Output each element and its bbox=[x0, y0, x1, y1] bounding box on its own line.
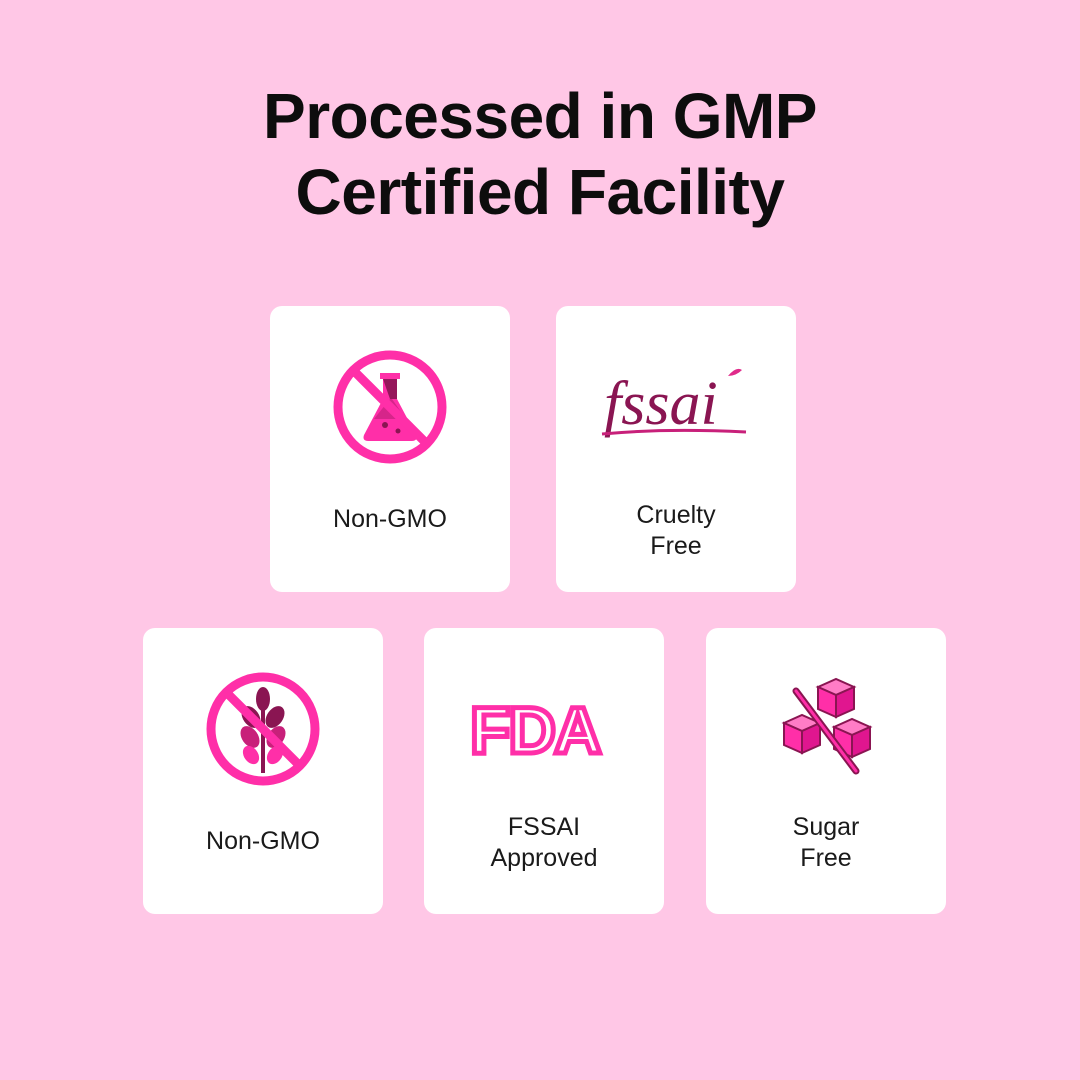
badge-card-non-gmo-wheat: Non-GMO bbox=[143, 628, 383, 914]
no-wheat-icon bbox=[143, 664, 383, 794]
no-sugar-cubes-icon bbox=[706, 664, 946, 794]
badge-card-cruelty-free: fssai Cruelty Free bbox=[556, 306, 796, 592]
title-line-2: Certified Facility bbox=[295, 156, 785, 228]
badge-label: Cruelty Free bbox=[636, 501, 716, 560]
no-flask-icon bbox=[270, 342, 510, 472]
page-title: Processed in GMP Certified Facility bbox=[0, 78, 1080, 230]
badge-card-sugar-free: Sugar Free bbox=[706, 628, 946, 914]
badge-label: FSSAI Approved bbox=[490, 813, 598, 872]
badge-label: Non-GMO bbox=[206, 827, 320, 855]
fssai-logo-icon: fssai bbox=[556, 342, 796, 472]
badge-label: Sugar Free bbox=[792, 813, 860, 872]
badge-card-fssai-approved: FDA FSSAI Approved bbox=[424, 628, 664, 914]
fda-logo-text: FDA bbox=[470, 693, 600, 767]
fssai-logo-text: fssai bbox=[604, 370, 718, 438]
title-line-1: Processed in GMP bbox=[263, 80, 817, 152]
badge-label: Non-GMO bbox=[333, 505, 447, 533]
fda-logo-icon: FDA bbox=[424, 664, 664, 794]
badge-card-non-gmo-flask: Non-GMO bbox=[270, 306, 510, 592]
